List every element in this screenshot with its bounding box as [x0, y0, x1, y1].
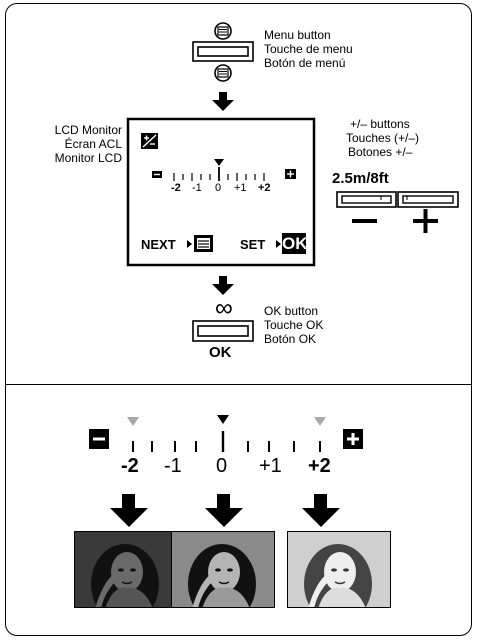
lcd-scale-label: -2 [171, 182, 181, 195]
infinity-icon: ∞ [215, 296, 233, 320]
lcd-monitor-label-en: LCD Monitor [10, 124, 122, 137]
arrow-down-icon [302, 494, 340, 527]
black-marker-center [217, 415, 229, 424]
menu-button-label-en: Menu button [264, 29, 331, 42]
menu-button-label-es: Botón de menú [264, 57, 345, 70]
menu-button-graphic [193, 42, 253, 61]
arrow-down-icon [110, 494, 148, 527]
arrow-down-icon [212, 276, 234, 295]
exposure-compensation-icon [141, 133, 158, 149]
lcd-menu-icon [194, 235, 213, 252]
lcd-scale-label: 0 [215, 182, 221, 195]
scale-label-minus-1: -1 [164, 455, 182, 477]
lcd-scale-label: +1 [234, 182, 247, 195]
photo-overexposed [287, 531, 391, 608]
distance-label: 2.5m/8ft [332, 170, 389, 187]
lcd-monitor-label-es: Monitor LCD [10, 152, 122, 165]
grey-marker-right [314, 417, 326, 426]
portrait-normal-icon [172, 532, 275, 608]
ok-button-label-fr: Touche OK [264, 319, 323, 332]
ok-button-caption: OK [209, 345, 232, 361]
big-exposure-scale [89, 415, 363, 452]
lcd-scale-label: +2 [258, 182, 271, 195]
lcd-next-label: NEXT [141, 238, 176, 251]
plus-minus-label-en: +/– buttons [350, 118, 410, 131]
grey-marker-left [127, 417, 139, 426]
photo-normal [171, 531, 275, 608]
menu-icon-top [215, 23, 231, 39]
ok-button-label-en: OK button [264, 305, 318, 318]
plus-minus-label-fr: Touches (+/–) [346, 132, 419, 145]
lcd-ok-glyph: OK [282, 234, 306, 254]
ok-button-label-es: Botón OK [264, 333, 316, 346]
menu-icon-bottom [215, 65, 231, 81]
arrow-down-icon [212, 92, 234, 111]
scale-label-minus-2: -2 [121, 455, 139, 477]
plus-minus-button-graphic [337, 192, 458, 233]
lcd-scale-label: -1 [192, 182, 202, 195]
ok-button-graphic [193, 321, 253, 341]
lcd-set-label: SET [240, 238, 265, 251]
lcd-monitor-label-fr: Écran ACL [10, 138, 122, 151]
menu-button-label-fr: Touche de menu [264, 43, 353, 56]
portrait-dark-icon [75, 532, 178, 608]
scale-label-zero: 0 [216, 455, 227, 477]
portrait-light-icon [288, 532, 391, 608]
photo-underexposed [74, 531, 178, 608]
scale-label-plus-2: +2 [308, 455, 331, 477]
arrow-down-icon [205, 494, 243, 527]
scale-label-plus-1: +1 [259, 455, 282, 477]
plus-minus-label-es: Botones +/– [348, 146, 412, 159]
